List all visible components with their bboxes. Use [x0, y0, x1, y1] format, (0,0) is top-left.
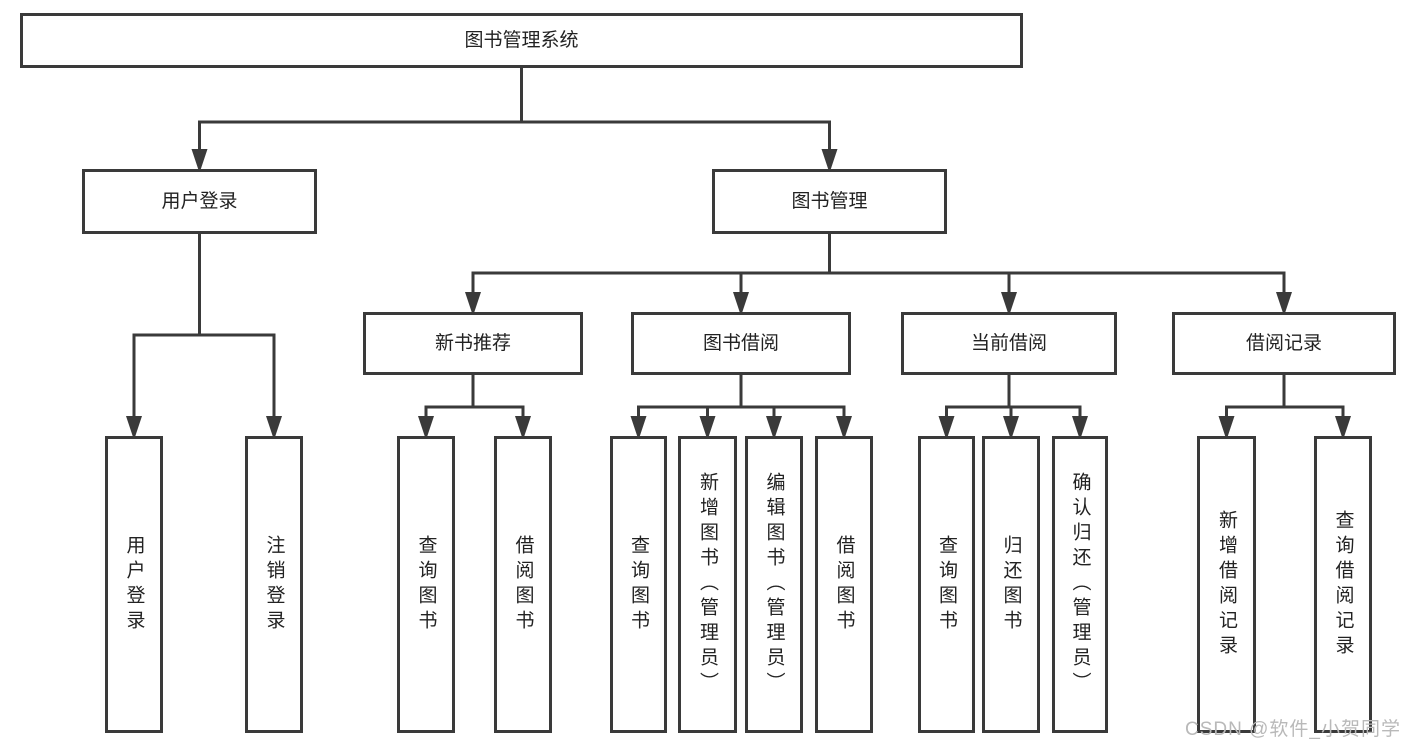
node-cb-query-book: 查询图书 — [918, 436, 975, 733]
node-new-book-rec: 新书推荐 — [363, 312, 583, 375]
node-borrow-record: 借阅记录 — [1172, 312, 1396, 375]
node-br-query-record: 查询借阅记录 — [1314, 436, 1372, 733]
node-book-borrow: 图书借阅 — [631, 312, 851, 375]
node-cb-return-book: 归还图书 — [982, 436, 1040, 733]
node-cb-confirm-return: 确认归还（管理员） — [1052, 436, 1108, 733]
connector-root — [191, 67, 838, 173]
node-leaf-user-login: 用户登录 — [105, 436, 163, 733]
node-bb-borrow-book: 借阅图书 — [815, 436, 873, 733]
watermark: CSDN @软件_小贺同学 — [1185, 719, 1401, 740]
node-leaf-logout: 注销登录 — [245, 436, 303, 733]
connector-borrow-record — [1218, 374, 1351, 440]
node-bb-query-book: 查询图书 — [610, 436, 667, 733]
node-nb-query-book: 查询图书 — [397, 436, 455, 733]
connector-book-mgmt — [465, 233, 1292, 316]
node-bb-edit-book: 编辑图书（管理员） — [745, 436, 803, 733]
node-br-add-record: 新增借阅记录 — [1197, 436, 1256, 733]
node-root: 图书管理系统 — [20, 13, 1023, 68]
node-bb-add-book: 新增图书（管理员） — [678, 436, 737, 733]
node-book-mgmt: 图书管理 — [712, 169, 947, 234]
connector-book-borrow — [630, 374, 852, 440]
node-nb-borrow-book: 借阅图书 — [494, 436, 552, 733]
node-current-borrow: 当前借阅 — [901, 312, 1117, 375]
connector-current-borrow — [938, 374, 1088, 440]
node-user-login: 用户登录 — [82, 169, 317, 234]
connector-new-book-rec — [418, 374, 531, 440]
connector-user-login — [126, 233, 282, 440]
